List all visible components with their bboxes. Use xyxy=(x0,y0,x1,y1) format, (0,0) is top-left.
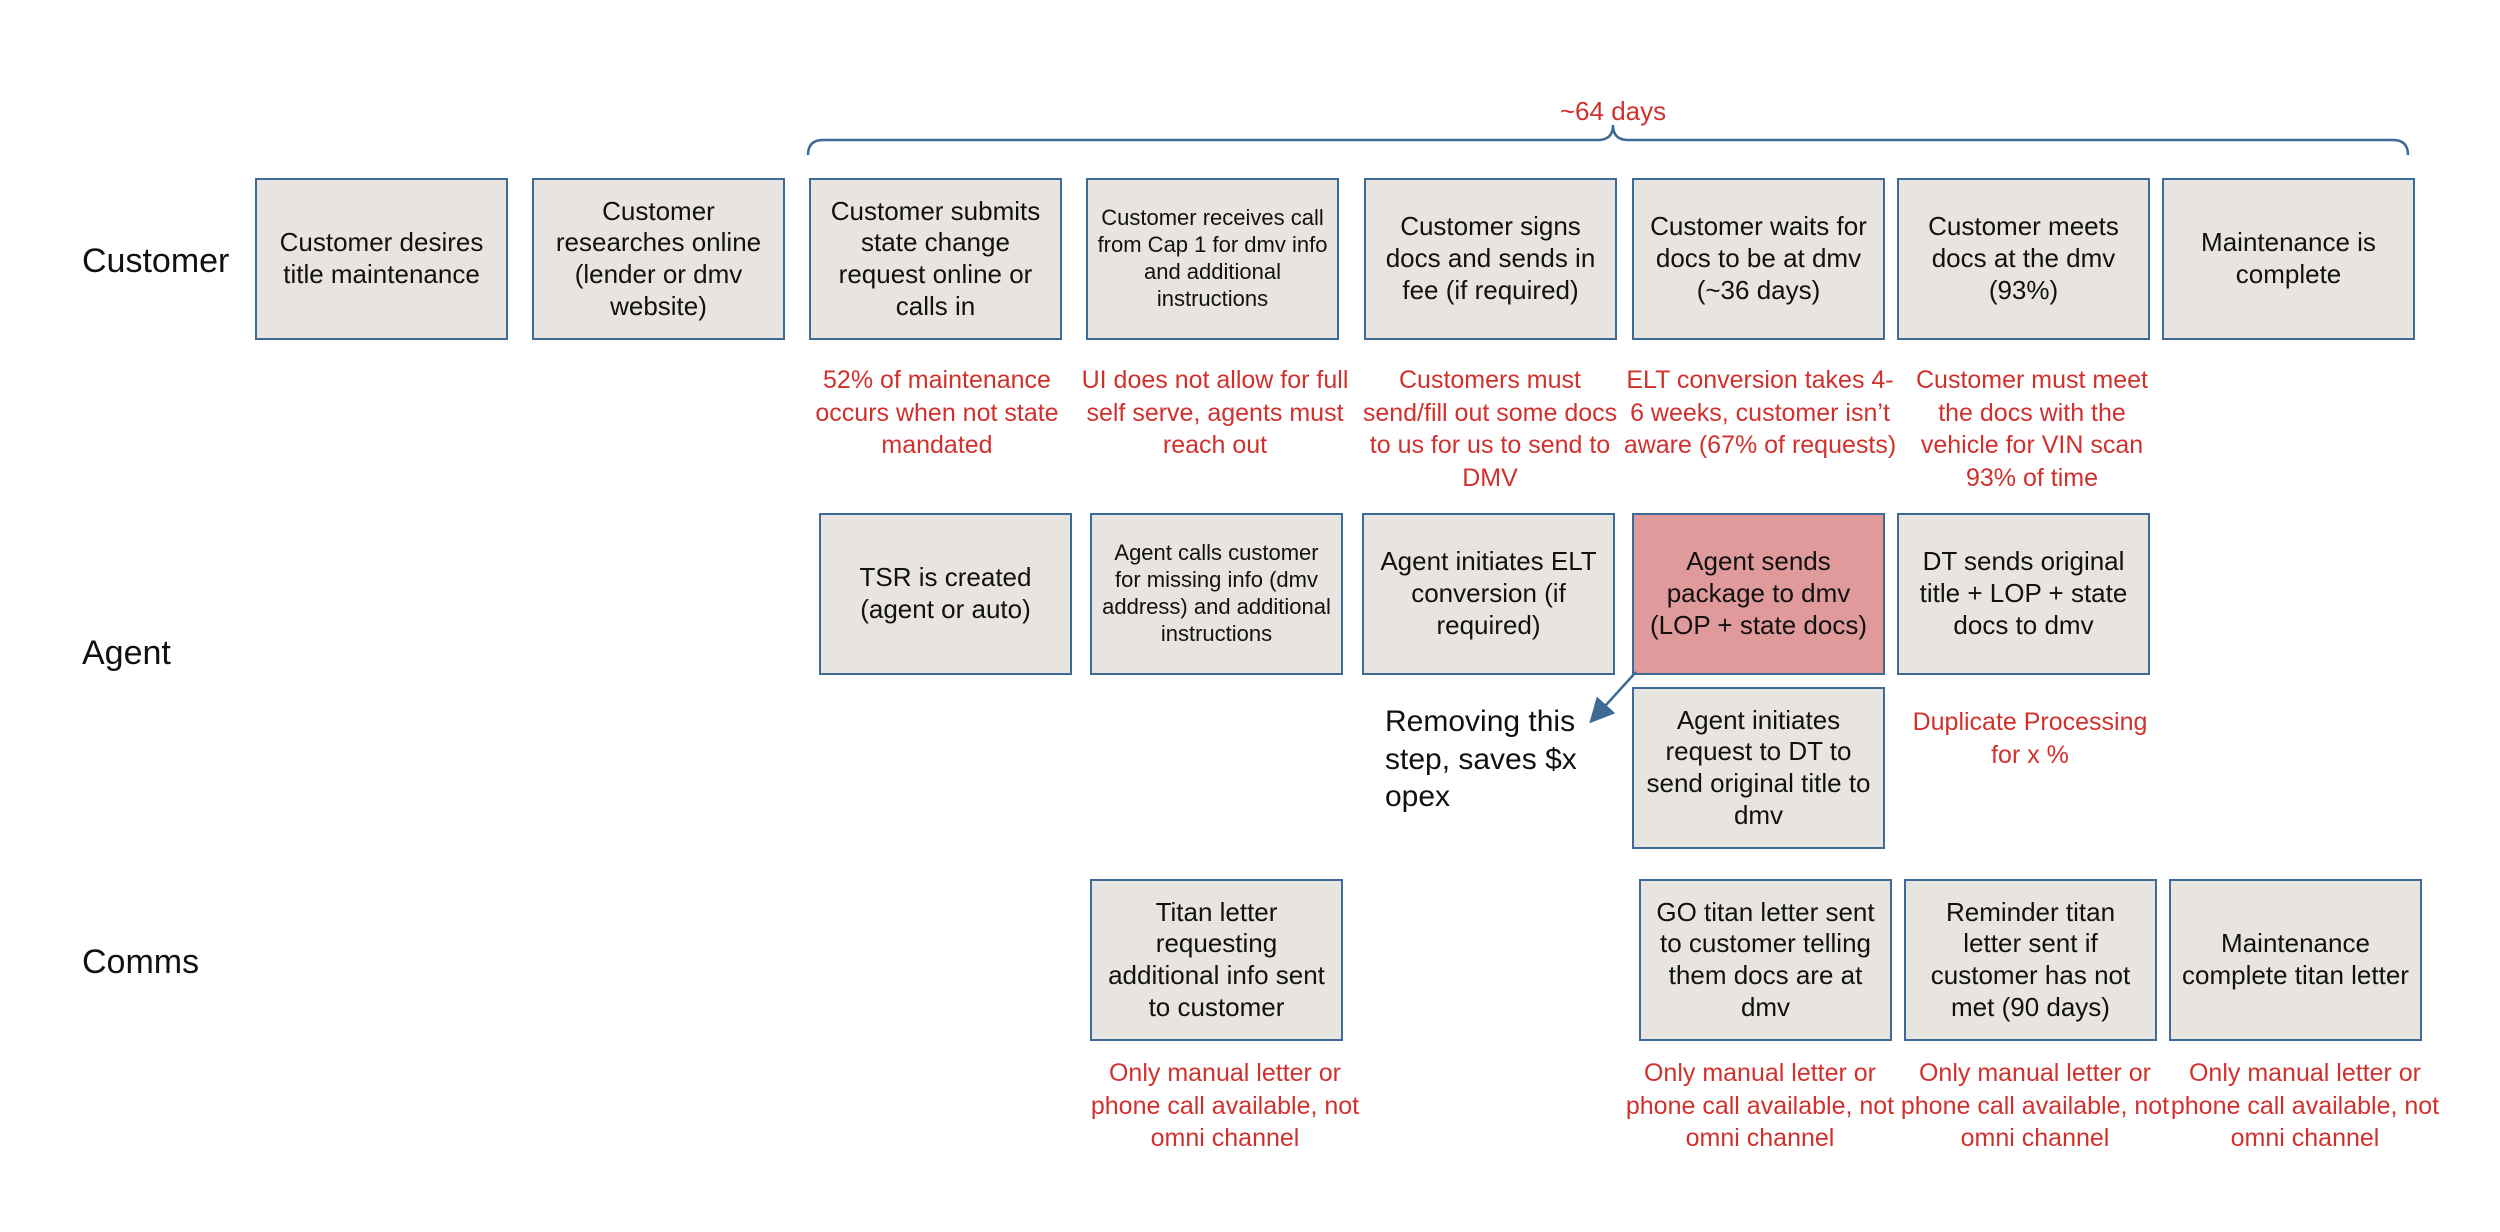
comms-step: Reminder titan letter sent if customer h… xyxy=(1904,879,2157,1041)
customer-note: 52% of maintenance occurs when not state… xyxy=(815,366,1059,459)
agent-step: TSR is created (agent or auto) xyxy=(819,513,1072,675)
customer-step: Customer researches online (lender or dm… xyxy=(532,178,785,340)
brace-label: ~64 days xyxy=(1559,96,1667,126)
customer-step: Customer signs docs and sends in fee (if… xyxy=(1364,178,1617,340)
lane-label-customer: Customer xyxy=(82,242,230,280)
agent-step: Agent calls customer for missing info (d… xyxy=(1090,513,1343,675)
comms-step: Maintenance complete titan letter xyxy=(2169,879,2422,1041)
comms-note: Only manual letter or phone call availab… xyxy=(1900,1059,2170,1152)
customer-note: ELT conversion takes 4-6 weeks, customer… xyxy=(1623,366,1897,459)
comms-note: Only manual letter or phone call availab… xyxy=(1625,1059,1895,1152)
customer-step: Maintenance is complete xyxy=(2162,178,2415,340)
comms-step: Titan letter requesting additional info … xyxy=(1090,879,1343,1041)
agent-step: Agent initiates request to DT to send or… xyxy=(1632,687,1885,849)
comms-step: GO titan letter sent to customer telling… xyxy=(1639,879,1892,1041)
comms-note: Only manual letter or phone call availab… xyxy=(1090,1059,1360,1152)
duration-brace xyxy=(806,124,2410,156)
savings-callout: Removing this step, saves $x opex xyxy=(1385,705,1577,813)
customer-note: Customer must meet the docs with the veh… xyxy=(1915,366,2148,492)
agent-step-highlighted: Agent sends package to dmv (LOP + state … xyxy=(1632,513,1885,675)
customer-note: Customers must send/fill out some docs t… xyxy=(1362,366,1618,492)
comms-note: Only manual letter or phone call availab… xyxy=(2170,1059,2440,1152)
customer-step: Customer submits state change request on… xyxy=(809,178,1062,340)
agent-note: Duplicate Processing for x % xyxy=(1912,708,2148,769)
customer-note: UI does not allow for full self serve, a… xyxy=(1081,366,1349,459)
customer-step: Customer meets docs at the dmv (93%) xyxy=(1897,178,2150,340)
agent-step: DT sends original title + LOP + state do… xyxy=(1897,513,2150,675)
customer-step: Customer desires title maintenance xyxy=(255,178,508,340)
customer-step: Customer receives call from Cap 1 for dm… xyxy=(1086,178,1339,340)
lane-label-comms: Comms xyxy=(82,943,200,981)
lane-label-agent: Agent xyxy=(82,634,171,672)
agent-step: Agent initiates ELT conversion (if requi… xyxy=(1362,513,1615,675)
customer-step: Customer waits for docs to be at dmv (~3… xyxy=(1632,178,1885,340)
